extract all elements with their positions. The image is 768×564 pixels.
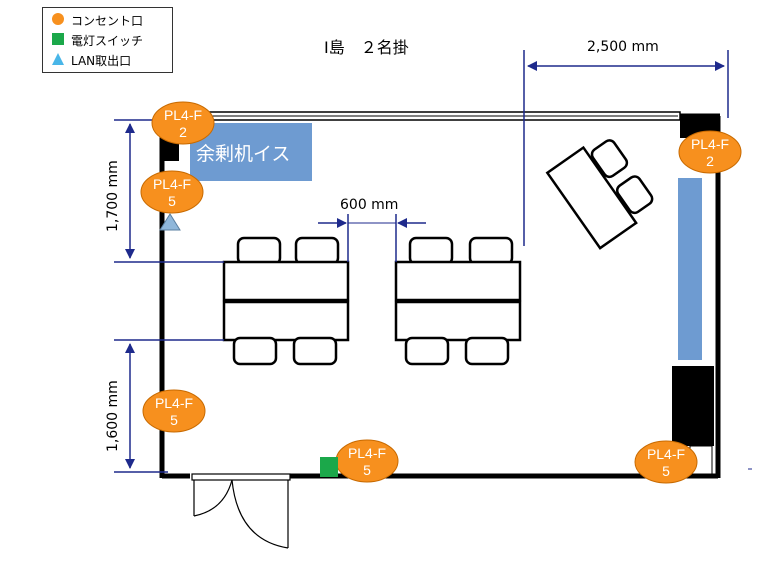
- surplus-label: 余剰机イス: [196, 143, 290, 165]
- legend-switch: 電灯スイッチ: [51, 31, 143, 49]
- dimension-left-upper-label: 1,700 mm: [105, 160, 121, 232]
- light-switch-icon: [320, 457, 338, 477]
- outlet-bottom-right: [634, 440, 698, 484]
- lan-port-icon: [159, 213, 181, 231]
- switch-icon: [51, 32, 71, 49]
- outlet-top-left: [151, 101, 215, 145]
- outlet-bottom-center-num: 5: [363, 462, 371, 478]
- legend-lan-label: LAN取出口: [71, 53, 132, 68]
- outlet-top-right: [678, 130, 742, 174]
- page-title: I島 ２名掛: [324, 38, 409, 57]
- legend-switch-label: 電灯スイッチ: [71, 33, 144, 48]
- desk-group-left: [222, 236, 350, 366]
- outlet-bottom-right-num: 5: [662, 463, 670, 479]
- outlet-left-lower: [142, 389, 206, 433]
- legend-outlet: コンセント口: [51, 11, 143, 29]
- dimension-top: [523, 50, 729, 246]
- outlet-left-upper: [140, 170, 204, 214]
- legend: コンセント口 電灯スイッチ LAN取出口: [42, 7, 173, 73]
- outlet-left-lower-code: PL4-F: [155, 395, 193, 411]
- door: [191, 473, 291, 549]
- outlet-bottom-center-code: PL4-F: [348, 445, 386, 461]
- outlet-top-left-num: 2: [179, 124, 187, 140]
- dimension-left-lower-label: 1,600 mm: [105, 380, 121, 452]
- outlet-left-upper-code: PL4-F: [153, 176, 191, 192]
- right-shelf: [678, 178, 702, 360]
- dimension-top-label: 2,500 mm: [587, 39, 659, 55]
- dimension-left-lower: [114, 339, 224, 473]
- desk-group-right: [394, 236, 522, 366]
- outlet-top-right-num: 2: [706, 153, 714, 169]
- outlet-top-left-code: PL4-F: [164, 107, 202, 123]
- outlet-bottom-right-code: PL4-F: [647, 446, 685, 462]
- outlet-top-right-code: PL4-F: [691, 136, 729, 152]
- window-strip: [167, 111, 681, 121]
- outlet-icon: [51, 12, 71, 29]
- dimension-desk-gap-label: 600 mm: [340, 197, 398, 213]
- lan-icon: [51, 52, 71, 69]
- outlet-left-upper-num: 5: [168, 193, 176, 209]
- angled-desk: [545, 139, 654, 250]
- wall-cabinet: [672, 366, 714, 446]
- legend-lan: LAN取出口: [51, 51, 131, 69]
- outlet-left-lower-num: 5: [170, 412, 178, 428]
- legend-outlet-label: コンセント口: [71, 13, 144, 28]
- dimension-desk-gap: [318, 214, 426, 262]
